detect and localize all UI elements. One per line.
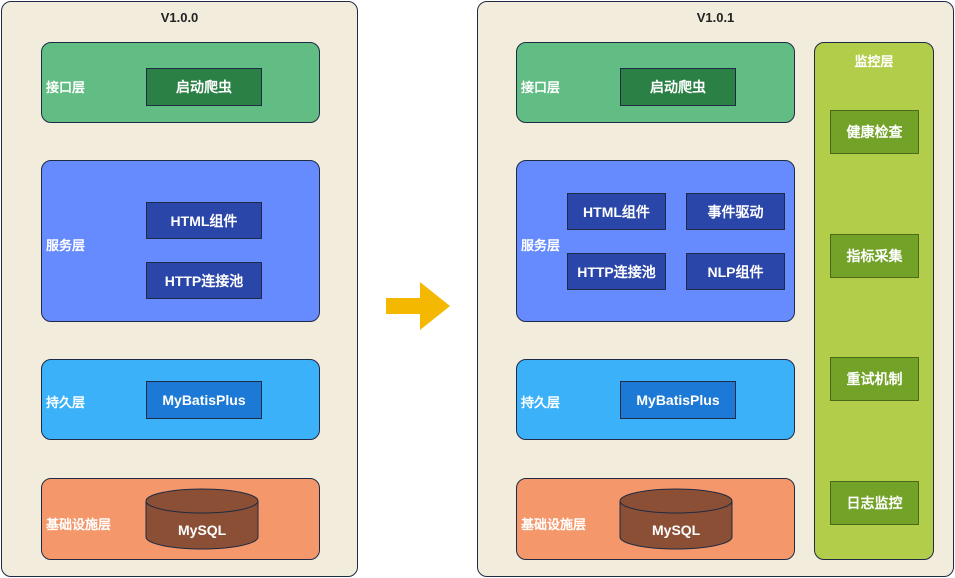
- http-pool-box: HTTP连接池: [567, 253, 666, 290]
- start-crawler-box: 启动爬虫: [146, 68, 262, 106]
- mysql-label: MySQL: [178, 522, 227, 538]
- service-layer: 服务层 HTML组件 HTTP连接池: [41, 160, 320, 322]
- persistence-layer-label: 持久层: [521, 395, 561, 410]
- infrastructure-layer: 基础设施层 MySQL: [516, 478, 795, 560]
- persistence-layer: 持久层 MyBatisPlus: [41, 359, 320, 440]
- mybatisplus-box: MyBatisPlus: [620, 381, 736, 419]
- metrics-collection-box: 指标采集: [830, 234, 919, 278]
- infrastructure-layer-label: 基础设施层: [521, 517, 587, 532]
- http-pool-box: HTTP连接池: [146, 262, 262, 299]
- mysql-label: MySQL: [652, 522, 701, 538]
- interface-layer: 接口层 启动爬虫: [41, 42, 320, 123]
- database-cylinder-icon: [145, 488, 259, 550]
- service-layer-label: 服务层: [46, 238, 86, 253]
- mybatisplus-box: MyBatisPlus: [146, 381, 262, 419]
- monitor-layer-label: 监控层: [854, 54, 894, 69]
- database-cylinder-icon: [619, 488, 733, 550]
- infrastructure-layer-label: 基础设施层: [46, 517, 112, 532]
- service-layer-label: 服务层: [521, 238, 561, 253]
- persistence-layer: 持久层 MyBatisPlus: [516, 359, 795, 440]
- retry-mechanism-box: 重试机制: [830, 357, 919, 401]
- monitor-layer: 监控层 健康检查 指标采集 重试机制 日志监控: [814, 42, 934, 560]
- interface-layer: 接口层 启动爬虫: [516, 42, 795, 123]
- arrow-right-icon: [386, 282, 450, 330]
- interface-layer-label: 接口层: [521, 80, 561, 95]
- start-crawler-box: 启动爬虫: [620, 68, 736, 106]
- health-check-box: 健康检查: [830, 110, 919, 154]
- log-monitoring-box: 日志监控: [830, 481, 919, 525]
- panel-v100: V1.0.0 接口层 启动爬虫 服务层 HTML组件 HTTP连接池 持久层 M…: [1, 1, 358, 577]
- event-driven-box: 事件驱动: [686, 193, 785, 230]
- nlp-component-box: NLP组件: [686, 253, 785, 290]
- html-component-box: HTML组件: [146, 202, 262, 239]
- panel-v101: V1.0.1 接口层 启动爬虫 服务层 HTML组件 事件驱动 HTTP连接池 …: [477, 1, 954, 577]
- infrastructure-layer: 基础设施层 MySQL: [41, 478, 320, 560]
- service-layer: 服务层 HTML组件 事件驱动 HTTP连接池 NLP组件: [516, 160, 795, 322]
- version-title-v100: V1.0.0: [160, 10, 199, 25]
- version-title-v101: V1.0.1: [696, 10, 735, 25]
- interface-layer-label: 接口层: [46, 80, 86, 95]
- html-component-box: HTML组件: [567, 193, 666, 230]
- persistence-layer-label: 持久层: [46, 395, 86, 410]
